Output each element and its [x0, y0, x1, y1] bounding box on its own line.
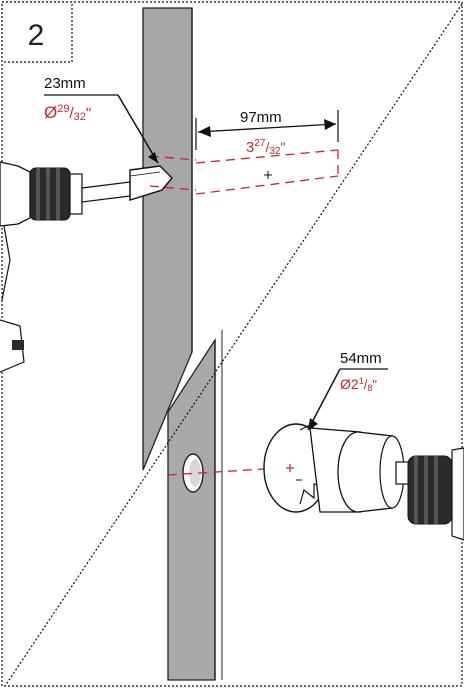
step-number: 2 — [28, 19, 45, 52]
hole-saw-icon — [263, 423, 405, 513]
diagonal-divider — [4, 3, 463, 687]
backset-imperial: 327/32" — [246, 138, 285, 157]
large-hole-leader — [307, 368, 388, 431]
backset-metric: 97mm — [240, 109, 282, 126]
small-hole-metric: 23mm — [44, 75, 86, 92]
small-hole-imperial: Ø29/32" — [44, 103, 91, 123]
spade-bit-icon — [81, 165, 173, 203]
small-bore-guide — [149, 149, 339, 195]
small-hole-center — [264, 171, 272, 179]
drill-icon — [0, 161, 83, 373]
backset-dimension — [195, 110, 339, 150]
small-hole-leader — [44, 94, 159, 164]
large-hole-imperial: Ø21/8" — [340, 376, 377, 393]
large-hole-metric: 54mm — [340, 350, 382, 367]
hole-saw-drill-icon — [395, 447, 464, 541]
door-panel — [142, 7, 223, 681]
step-number-box: 2 — [1, 1, 73, 63]
